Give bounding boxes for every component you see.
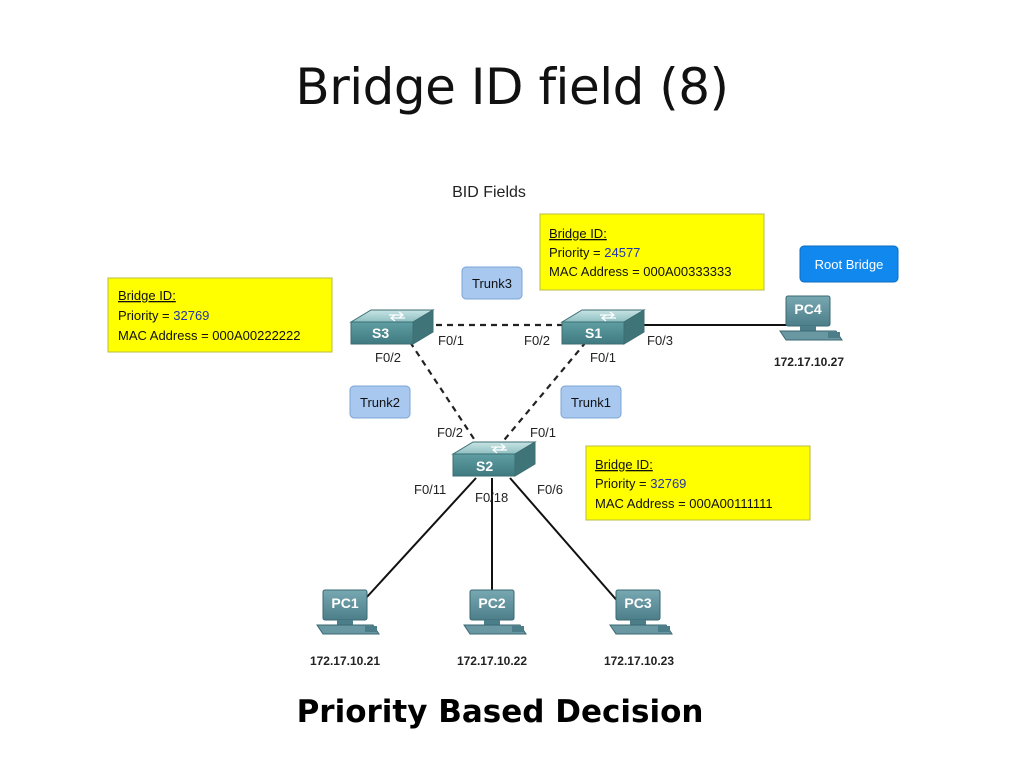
svg-text:PC1: PC1 bbox=[331, 595, 358, 611]
switch-icon bbox=[350, 309, 434, 345]
port-label: F0/18 bbox=[475, 490, 508, 505]
switch-s2[interactable]: S2 bbox=[452, 441, 536, 477]
pc-pc3[interactable]: PC3 172.17.10.23 bbox=[604, 589, 674, 668]
port-label: F0/1 bbox=[590, 350, 616, 365]
pc-ip: 172.17.10.27 bbox=[774, 355, 844, 369]
link-s2-pc1 bbox=[354, 477, 477, 611]
trunk2-badge: Trunk2 bbox=[349, 385, 411, 419]
port-label: F0/2 bbox=[524, 333, 550, 348]
svg-text:S2: S2 bbox=[476, 458, 493, 474]
svg-text:S3: S3 bbox=[372, 325, 389, 341]
port-label: F0/1 bbox=[438, 333, 464, 348]
pc-pc2[interactable]: PC2 172.17.10.22 bbox=[457, 589, 527, 668]
root-bridge-label: Root Bridge bbox=[815, 257, 884, 272]
port-label: F0/3 bbox=[647, 333, 673, 348]
trunk1-badge: Trunk1 bbox=[560, 385, 622, 419]
link-s2-pc3 bbox=[509, 477, 621, 605]
info-box-priority: Priority = 32769 bbox=[595, 476, 686, 491]
pc-ip: 172.17.10.22 bbox=[457, 654, 527, 668]
info-box-s3: Bridge ID: Priority = 32769 MAC Address … bbox=[107, 277, 333, 353]
svg-text:Trunk1: Trunk1 bbox=[571, 395, 611, 410]
svg-text:S1: S1 bbox=[585, 325, 602, 341]
info-box-s1: Bridge ID: Priority = 24577 MAC Address … bbox=[539, 213, 765, 291]
svg-text:PC2: PC2 bbox=[478, 595, 505, 611]
port-label: F0/2 bbox=[375, 350, 401, 365]
info-box-priority: Priority = 32769 bbox=[118, 308, 209, 323]
svg-text:PC3: PC3 bbox=[624, 595, 651, 611]
info-box-mac: MAC Address = 000A00222222 bbox=[118, 328, 301, 343]
port-label: F0/11 bbox=[414, 482, 446, 497]
port-label: F0/1 bbox=[530, 425, 556, 440]
footer-caption: Priority Based Decision bbox=[296, 694, 704, 730]
pc-pc1[interactable]: PC1 172.17.10.21 bbox=[310, 589, 380, 668]
root-bridge-badge: Root Bridge bbox=[799, 245, 899, 283]
link-trunk2 bbox=[409, 341, 479, 446]
slide-title: Bridge ID field (8) bbox=[295, 58, 729, 116]
port-label: F0/2 bbox=[437, 425, 463, 440]
info-box-label: Bridge ID: bbox=[595, 457, 653, 472]
trunk3-badge: Trunk3 bbox=[461, 266, 523, 300]
info-box-mac: MAC Address = 000A00333333 bbox=[549, 264, 732, 279]
svg-text:Trunk3: Trunk3 bbox=[472, 276, 512, 291]
pc-ip: 172.17.10.23 bbox=[604, 654, 674, 668]
switch-s1[interactable]: S1 bbox=[561, 309, 645, 345]
info-box-s2: Bridge ID: Priority = 32769 MAC Address … bbox=[585, 445, 811, 521]
diagram-heading: BID Fields bbox=[452, 184, 526, 201]
info-box-label: Bridge ID: bbox=[118, 288, 176, 303]
switch-icon bbox=[561, 309, 645, 345]
info-box-priority: Priority = 24577 bbox=[549, 245, 640, 260]
switch-s3[interactable]: S3 bbox=[350, 309, 434, 345]
info-box-mac: MAC Address = 000A00111111 bbox=[595, 496, 773, 511]
link-trunk1 bbox=[499, 341, 587, 446]
pc-ip: 172.17.10.21 bbox=[310, 654, 380, 668]
info-box-label: Bridge ID: bbox=[549, 226, 607, 241]
pc-pc4[interactable]: PC4 172.17.10.27 bbox=[774, 295, 844, 369]
port-label: F0/6 bbox=[537, 482, 563, 497]
svg-text:Trunk2: Trunk2 bbox=[360, 395, 400, 410]
switch-icon bbox=[452, 441, 536, 477]
svg-text:PC4: PC4 bbox=[794, 301, 821, 317]
